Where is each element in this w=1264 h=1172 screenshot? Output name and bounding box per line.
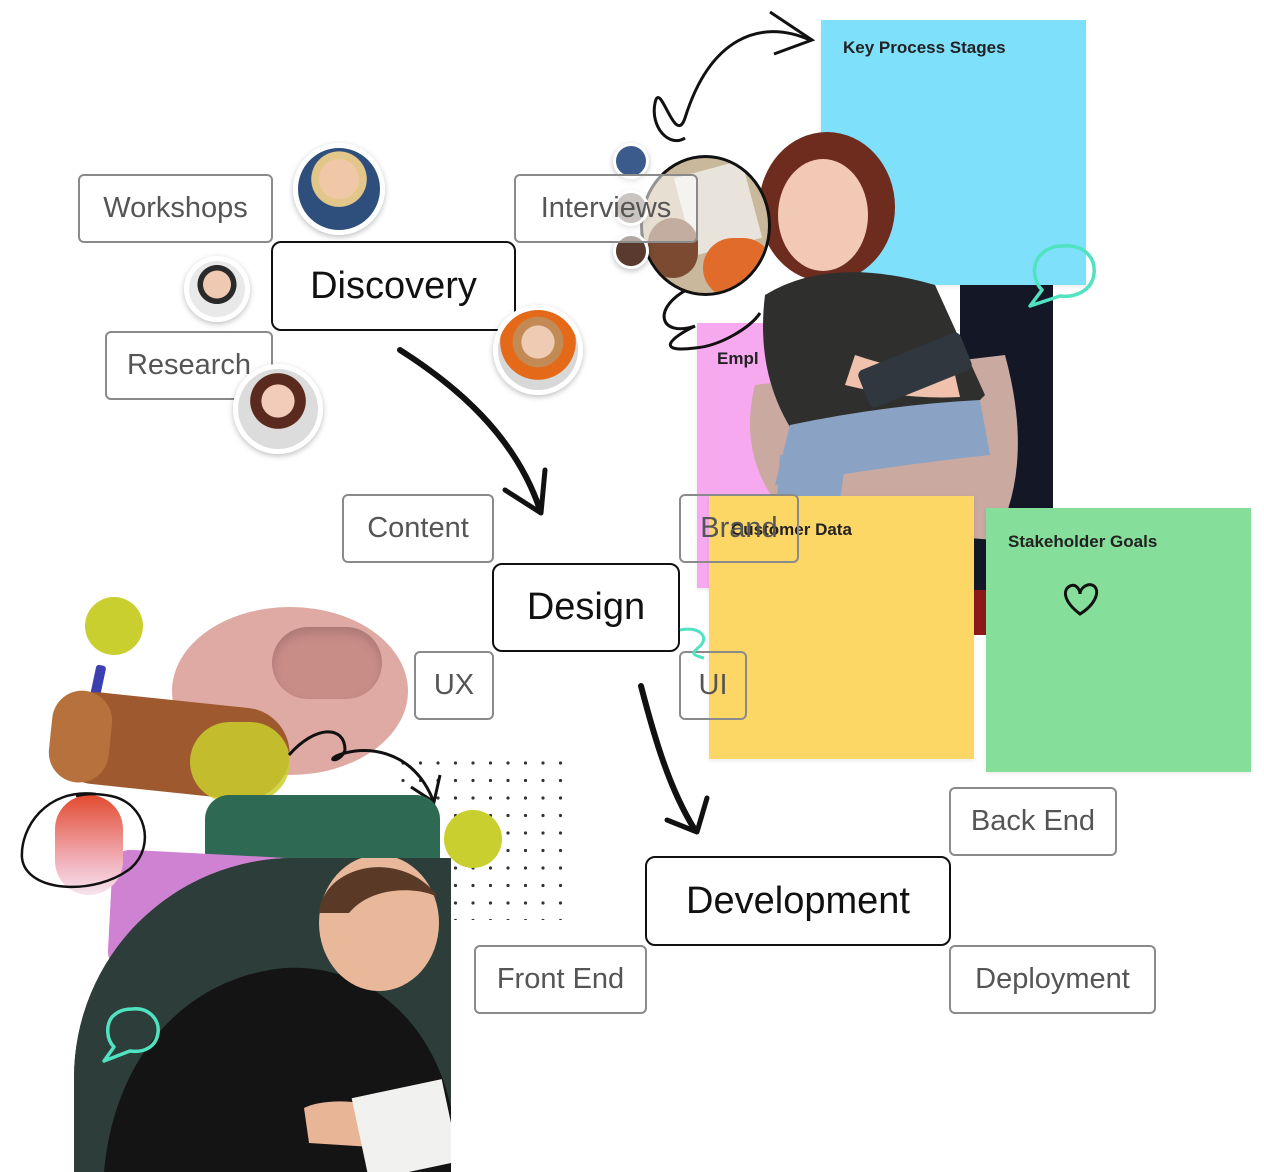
speech-bubble-doodle-icon <box>1028 244 1096 308</box>
sticky-note-label: Key Process Stages <box>843 38 1006 57</box>
avatar-man-glasses <box>184 256 250 322</box>
person-photo-woman <box>735 132 1065 550</box>
sticky-note-customer-data[interactable]: Customer Data <box>709 496 974 759</box>
arrow-discovery-to-design <box>397 347 548 516</box>
sticky-note-label: Customer Data <box>731 520 852 539</box>
lime-dot-right <box>444 810 502 868</box>
sticky-note-label: Empl <box>717 349 759 368</box>
node-front-end[interactable]: Front End <box>474 945 647 1014</box>
curly-arrow-top <box>652 10 816 351</box>
teal-squiggle-doodle <box>679 627 706 660</box>
sticky-note-stakeholder-goals[interactable]: Stakeholder Goals <box>986 508 1251 772</box>
node-discovery[interactable]: Discovery <box>271 241 516 331</box>
avatar-woman-redhair <box>233 364 323 454</box>
heart-doodle-icon <box>1063 583 1099 616</box>
node-workshops[interactable]: Workshops <box>78 174 273 243</box>
node-back-end[interactable]: Back End <box>949 787 1117 856</box>
meeting-photo-circle <box>640 155 771 296</box>
node-interviews[interactable]: Interviews <box>514 174 698 243</box>
doodle-circle <box>20 792 147 889</box>
node-ui[interactable]: UI <box>679 651 747 720</box>
speech-bubble-doodle-icon <box>102 1007 160 1063</box>
lime-overlap <box>190 722 290 802</box>
node-brand[interactable]: Brand <box>679 494 799 563</box>
node-deployment[interactable]: Deployment <box>949 945 1156 1014</box>
lime-dot-top <box>85 597 143 655</box>
arrow-design-to-development <box>638 683 710 835</box>
node-ux[interactable]: UX <box>414 651 494 720</box>
avatar-man-glasses-blond <box>293 143 385 235</box>
curly-arrow-collage <box>287 730 442 805</box>
node-design[interactable]: Design <box>492 563 680 652</box>
sticky-note-label: Stakeholder Goals <box>1008 532 1158 551</box>
node-development[interactable]: Development <box>645 856 951 946</box>
node-content[interactable]: Content <box>342 494 494 563</box>
avatar-woman-orange <box>493 305 583 395</box>
